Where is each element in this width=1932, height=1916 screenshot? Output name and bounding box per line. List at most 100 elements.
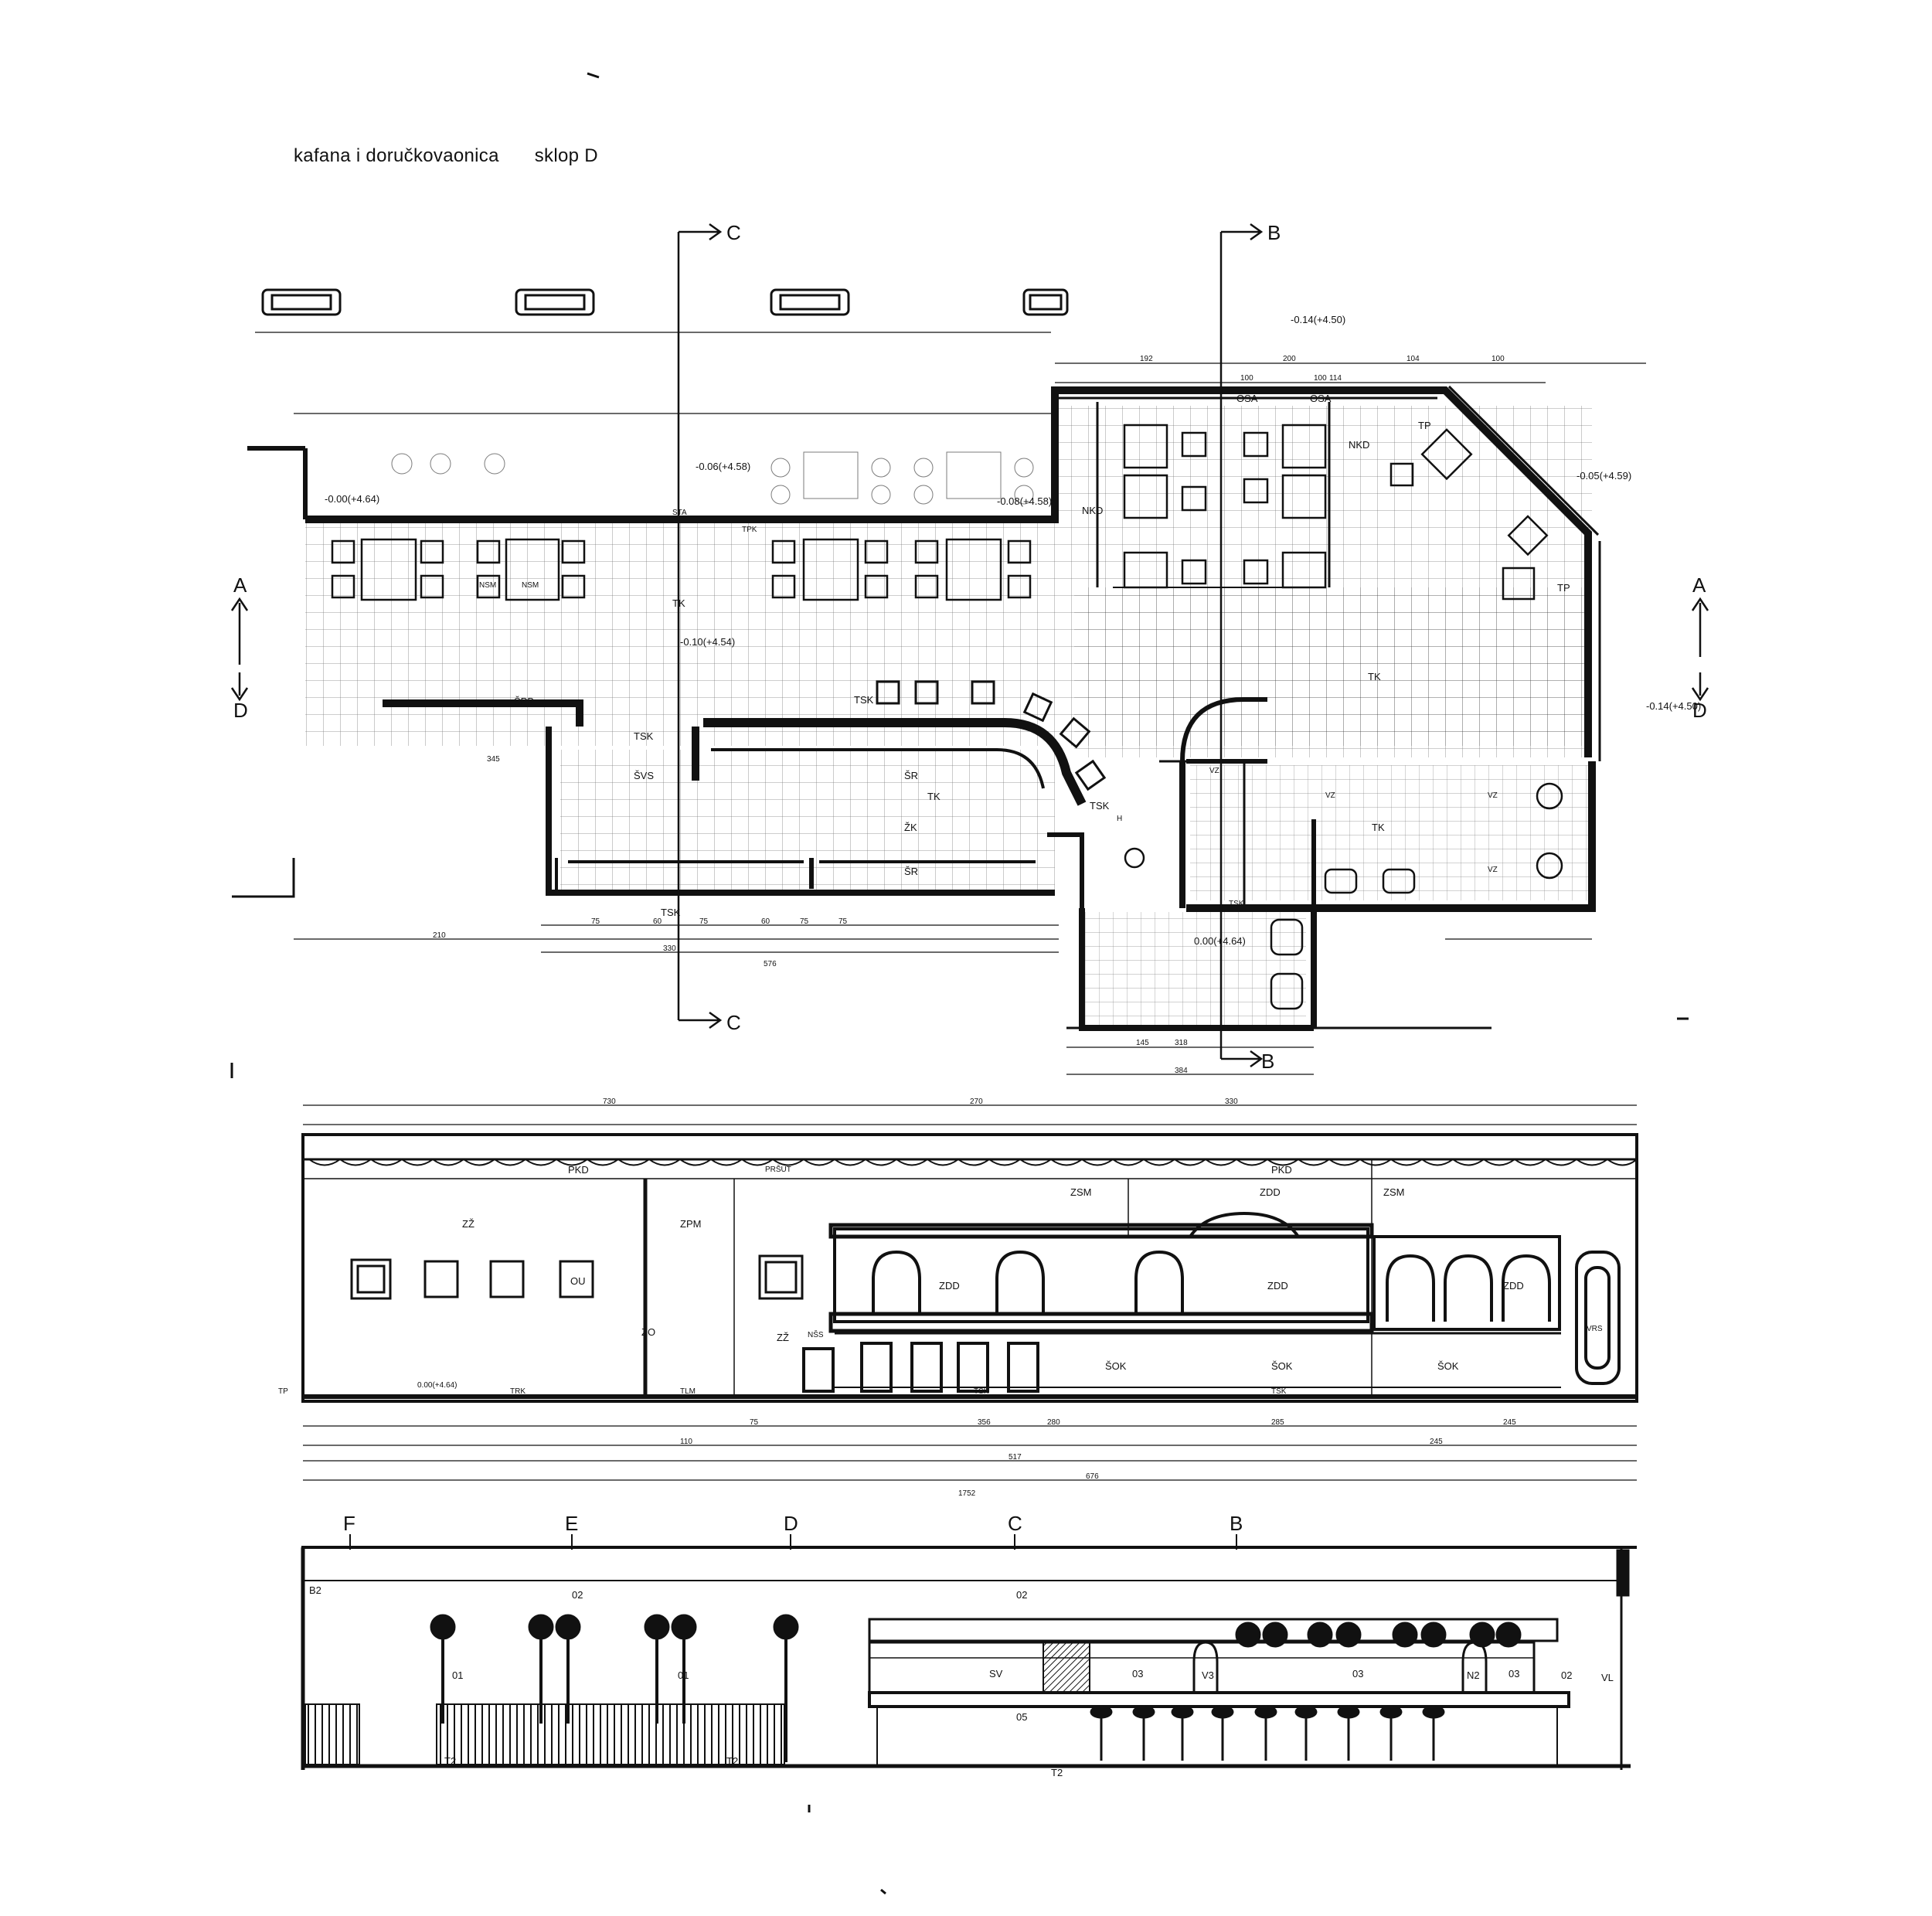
elevation-label: TRK <box>510 1387 526 1396</box>
room-code: NSM <box>522 581 539 590</box>
sheet-sklop-text: sklop D <box>534 145 598 166</box>
window-marks <box>261 288 1069 316</box>
level-label: -0.00(+4.64) <box>325 493 379 505</box>
room-code: NSM <box>479 581 496 590</box>
section-label: 01 <box>452 1669 463 1681</box>
room-code: TP <box>1418 420 1431 431</box>
section-label: 02 <box>1561 1669 1572 1681</box>
elevation-label: ŠOK <box>1437 1360 1459 1372</box>
elevation-label: ZDD <box>939 1280 960 1292</box>
section-markers <box>230 223 1709 1068</box>
elevation-label: ZDD <box>1260 1186 1281 1198</box>
dimension-label: 145 <box>1136 1039 1149 1047</box>
floor-tiles <box>305 406 1592 1028</box>
dimension-label: 318 <box>1175 1039 1188 1047</box>
elevation-label: ZDD <box>1267 1280 1288 1292</box>
elevation-label: PRŠUT <box>765 1164 791 1174</box>
section-b-top: B <box>1267 221 1281 244</box>
room-code: OSA <box>1236 393 1258 404</box>
room-code: VZ <box>1488 791 1498 800</box>
room-code: ŠR <box>904 866 918 877</box>
plan-edge-marks <box>230 72 1689 1078</box>
elevation-label: TLM <box>680 1387 696 1396</box>
section-label: N2 <box>1467 1669 1480 1681</box>
section-a-right: A <box>1692 573 1706 597</box>
dimension-label: 576 <box>764 960 777 968</box>
wc-fixtures <box>1124 782 1563 1010</box>
elevation-panels <box>350 1254 804 1300</box>
elevation-bar-arches <box>828 1211 1621 1388</box>
sheet-title-text: kafana i doručkovaonica <box>294 145 499 166</box>
plan-room-codes: OSA OSA NKD NKD TP TP TK TK TK TK NSM NS… <box>479 393 1570 918</box>
room-code: TK <box>927 791 940 802</box>
axis-label: D <box>784 1512 798 1535</box>
elevation-dimension-lines <box>303 1104 1637 1481</box>
elevation-label: ZSM <box>1383 1186 1404 1198</box>
elevation-label: OU <box>570 1275 586 1287</box>
room-code: TSK <box>661 907 681 918</box>
bar-stools <box>876 680 1107 791</box>
section-label: SV <box>989 1668 1003 1679</box>
sheet-title: kafana i doručkovaonica sklop D <box>294 145 598 167</box>
room-code: ŠR <box>904 770 918 781</box>
room-code: ŠVS <box>634 770 654 781</box>
dimension-label: 384 <box>1175 1067 1188 1075</box>
room-code: OSA <box>1310 393 1332 404</box>
section-c-top: C <box>726 221 741 244</box>
room-code: NKD <box>1349 439 1369 451</box>
room-code: TPK <box>742 526 757 534</box>
dimension-label: 210 <box>433 931 446 940</box>
section-d-left: D <box>233 699 248 722</box>
plan-level-labels: -0.14(+4.50) -0.06(+4.58) -0.08(+4.58) -… <box>325 314 1701 947</box>
section-stools <box>1090 1705 1445 1761</box>
room-code: TSK <box>634 730 654 742</box>
section-bar <box>868 1618 1570 1767</box>
section-label: 05 <box>1016 1711 1027 1723</box>
section-label: T2 <box>444 1755 456 1767</box>
dimension-label: 676 <box>1086 1472 1099 1481</box>
dimension-label: 75 <box>699 917 709 926</box>
section-label: 03 <box>1132 1668 1143 1679</box>
elevation-label: TSK <box>1271 1387 1287 1396</box>
dimension-label: 75 <box>800 917 809 926</box>
section-label: B2 <box>309 1584 321 1596</box>
plan-walls <box>232 385 1601 1031</box>
axis-label: E <box>565 1512 578 1535</box>
section-label: 03 <box>1352 1668 1363 1679</box>
dimension-label: 60 <box>653 917 662 926</box>
elevation-label: ŠOK <box>1271 1360 1293 1372</box>
level-label: -0.05(+4.59) <box>1577 470 1631 482</box>
dimension-label: 192 <box>1140 355 1153 363</box>
plan-dimension-labels: 75 60 75 60 75 210 330 576 345 100 200 1… <box>433 355 1505 1075</box>
level-label: -0.06(+4.58) <box>696 461 750 472</box>
room-code: H <box>1117 815 1122 823</box>
dimension-label: 75 <box>838 917 848 926</box>
elevation-label: TSK <box>974 1387 989 1396</box>
room-code: VZ <box>1488 866 1498 874</box>
room-code: TSK <box>854 694 874 706</box>
level-label: -0.14(+4.50) <box>1646 700 1701 712</box>
elevation-label: 0.00(+4.64) <box>417 1381 457 1390</box>
room-code: TK <box>1368 671 1381 682</box>
room-code: ŠPB <box>514 696 534 707</box>
level-label: -0.10(+4.54) <box>680 636 735 648</box>
section-label: 02 <box>572 1589 583 1601</box>
section-label: VL <box>1601 1672 1614 1683</box>
section-label: T2 <box>726 1755 738 1767</box>
dimension-label: 100 <box>1492 355 1505 363</box>
section-railings <box>304 1703 785 1765</box>
elevation-label: ZŽ <box>777 1332 789 1343</box>
longitudinal-section: F E D C B <box>301 1512 1637 1895</box>
room-code: VZ <box>1209 767 1219 775</box>
dimension-label: 356 <box>978 1418 991 1427</box>
floor-plan: C C B B A A D D -0.14(+4.50) -0.06(+4.58… <box>230 72 1709 1078</box>
dimension-label: 245 <box>1503 1418 1516 1427</box>
level-label: -0.08(+4.58) <box>997 495 1052 507</box>
dimension-label: 245 <box>1430 1438 1443 1446</box>
bar-counters <box>383 699 1087 893</box>
dimension-label: 60 <box>761 917 770 926</box>
section-label: V3 <box>1202 1669 1214 1681</box>
plan-bottom-dimensions <box>294 924 1592 1075</box>
level-label: 0.00(+4.64) <box>1194 935 1246 947</box>
